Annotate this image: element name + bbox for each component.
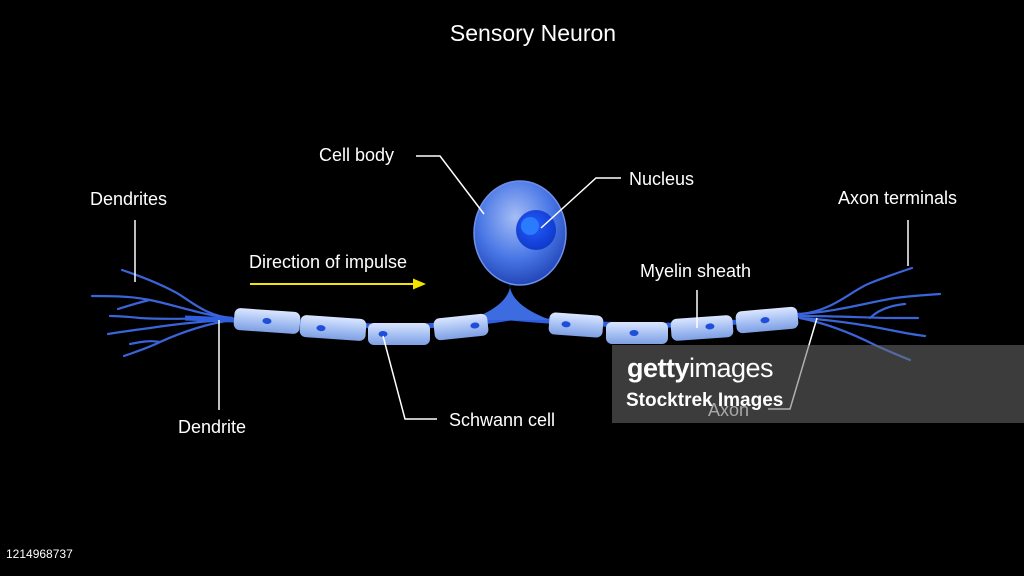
schwann-segment [368,323,430,345]
leader-schwann-cell [382,335,437,420]
nucleolus [521,217,539,235]
label-direction-of-impulse: Direction of impulse [249,252,408,272]
axon-terminal-branches [798,266,942,362]
schwann-segment [233,308,301,334]
schwann-segment [606,322,668,344]
direction-arrow [250,278,426,290]
label-myelin-sheath: Myelin sheath [640,261,752,281]
watermark-overlay: gettyimages Stocktrek Images [612,345,1024,423]
schwann-segment [735,306,799,334]
schwann-segment [299,315,367,341]
image-id: 1214968737 [4,546,75,562]
label-axon: Axon [708,400,750,420]
diagram-title: Sensory Neuron [449,20,617,46]
soma-stalk [470,278,550,320]
label-nucleus: Nucleus [629,169,695,189]
watermark-brand-light: images [689,353,774,383]
leader-nucleus [540,177,621,229]
leader-cell-body [416,155,485,215]
schwann-segment [548,312,604,338]
dendrites-branches [90,268,234,358]
watermark-brand-bold: getty [627,353,690,383]
label-dendrites: Dendrites [90,189,168,209]
myelin-segments [233,306,799,345]
label-axon-terminals: Axon terminals [838,188,958,208]
schwann-segment [670,315,734,341]
schwann-segment [433,313,489,341]
label-cell-body: Cell body [319,145,395,165]
label-dendrite: Dendrite [178,417,247,437]
watermark-credit: Stocktrek Images [626,390,784,411]
label-schwann-cell: Schwann cell [449,410,556,430]
watermark-brand: gettyimages [627,353,774,384]
